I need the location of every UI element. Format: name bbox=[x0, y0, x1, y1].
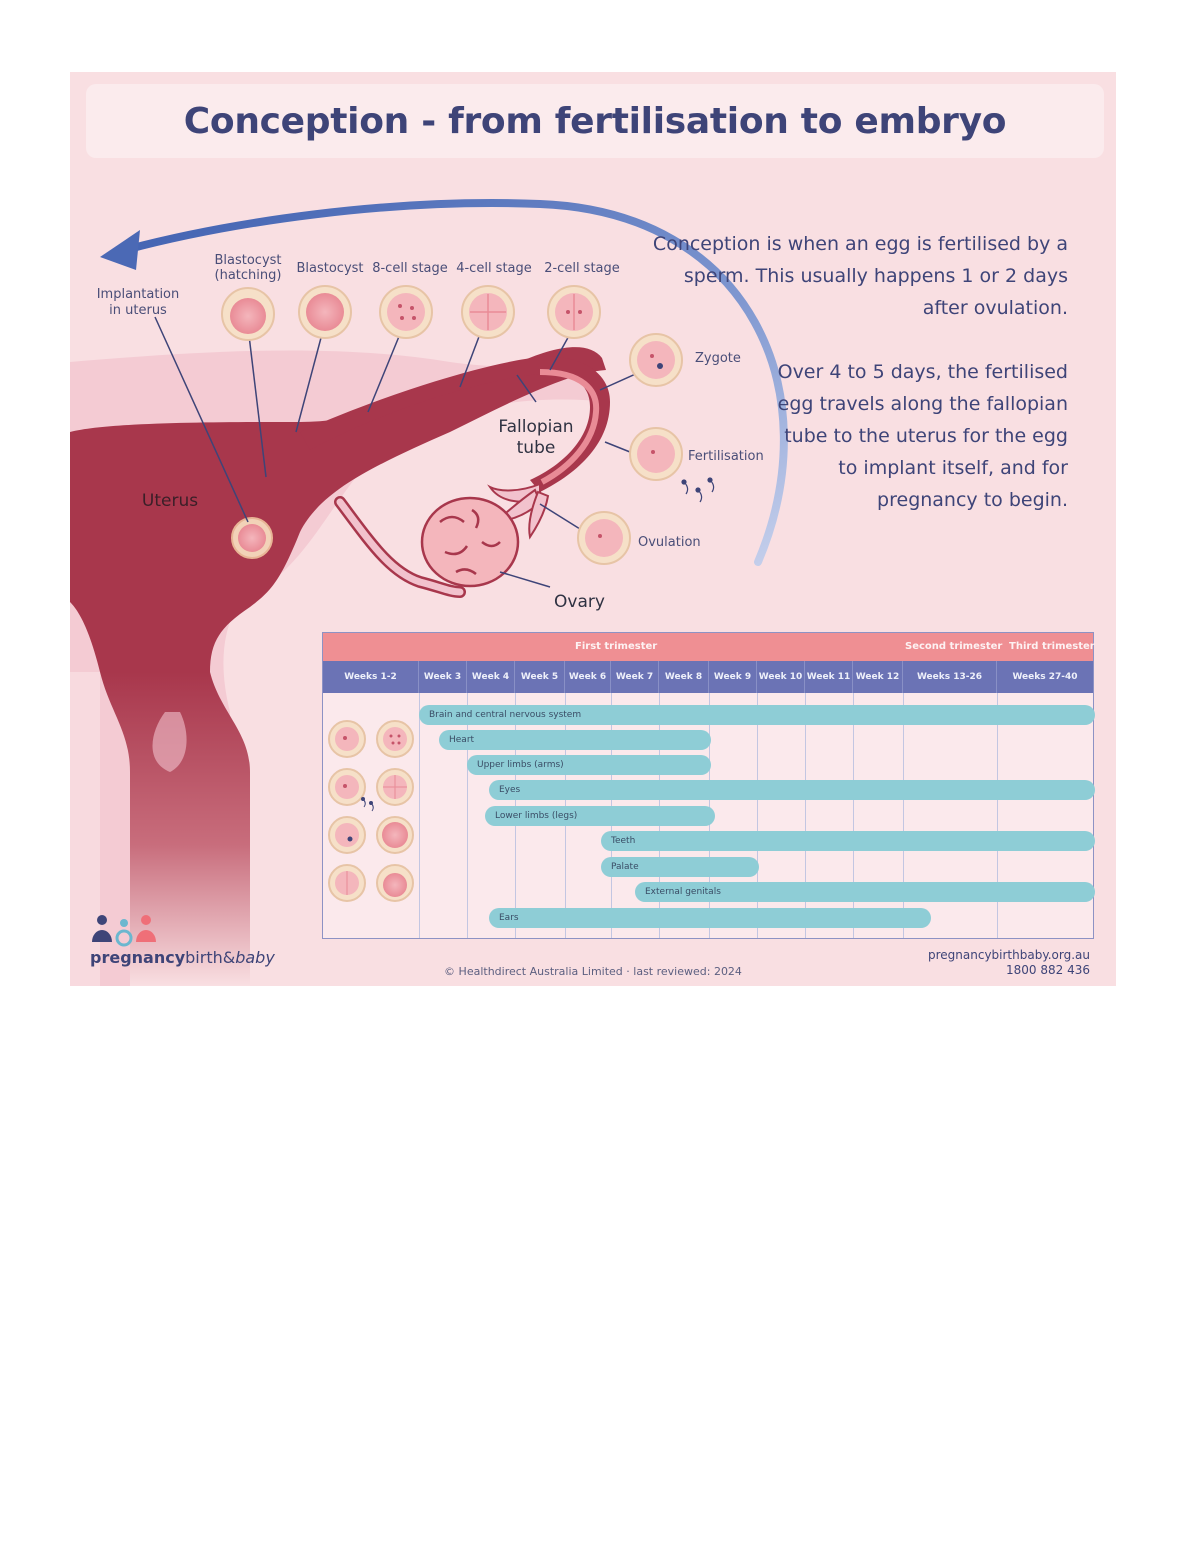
logo-text: pregnancybirth&baby bbox=[90, 948, 275, 967]
contact-info: pregnancybirthbaby.org.au 1800 882 436 bbox=[928, 948, 1090, 978]
label-implantation-2: in uterus bbox=[109, 303, 167, 318]
cell-icon bbox=[379, 285, 433, 339]
grid-line bbox=[419, 693, 420, 938]
label-blastocyst-hatching-2: (hatching) bbox=[215, 268, 282, 283]
label-ovary: Ovary bbox=[554, 592, 605, 612]
label-2-cell: 2-cell stage bbox=[544, 261, 620, 276]
timeline-bar-brain: Brain and central nervous system bbox=[419, 705, 1095, 725]
label-fertilisation: Fertilisation bbox=[688, 449, 764, 464]
week-header-cell: Week 8 bbox=[659, 661, 709, 693]
trimester-third: Third trimester bbox=[1009, 641, 1095, 652]
cervix bbox=[100, 672, 250, 986]
week-header-cell: Week 3 bbox=[419, 661, 467, 693]
week-header-cell: Weeks 27-40 bbox=[1012, 672, 1078, 682]
timeline-bar-ears: Ears bbox=[489, 908, 931, 928]
intro-paragraph-1: Conception is when an egg is fertilised … bbox=[652, 233, 1068, 319]
timeline-bar-heart: Heart bbox=[439, 730, 711, 750]
phone-number: 1800 882 436 bbox=[1006, 963, 1090, 977]
logo-icon bbox=[92, 915, 156, 947]
cell-icon bbox=[376, 816, 414, 854]
copyright: © Healthdirect Australia Limited · last … bbox=[444, 965, 742, 978]
week-header-cell: Week 5 bbox=[515, 661, 565, 693]
timeline-bar-eyes: Eyes bbox=[489, 780, 1095, 800]
website-link[interactable]: pregnancybirthbaby.org.au bbox=[928, 948, 1090, 962]
label-blastocyst-hatching: Blastocyst bbox=[214, 253, 281, 268]
travel-arrow-icon bbox=[121, 199, 788, 566]
cell-icon bbox=[328, 720, 366, 758]
cell-icon bbox=[547, 285, 601, 339]
week-header-cell: Weeks 1-2 bbox=[323, 661, 419, 693]
cell-icon bbox=[461, 285, 515, 339]
timeline-bar-upper-limbs: Upper limbs (arms) bbox=[467, 755, 711, 775]
trimester-first: First trimester bbox=[575, 641, 658, 652]
logo-text-italic: baby bbox=[235, 948, 275, 967]
grid-line bbox=[467, 693, 468, 938]
cell-icon bbox=[376, 864, 414, 902]
ovary bbox=[420, 496, 520, 588]
label-implantation: Implantation bbox=[97, 287, 180, 302]
cell-icon bbox=[629, 427, 683, 481]
label-4-cell: 4-cell stage bbox=[456, 261, 532, 276]
label-zygote: Zygote bbox=[695, 351, 741, 366]
implanted-cell-icon bbox=[231, 517, 273, 559]
timeline-bar-lower-limbs: Lower limbs (legs) bbox=[485, 806, 715, 826]
week-header: Weeks 1-2 Week 3 Week 4 Week 5 Week 6 We… bbox=[323, 661, 1093, 693]
week-header-cell: Week 12 bbox=[853, 661, 903, 693]
grid-line bbox=[805, 693, 806, 938]
uterus-body bbox=[70, 347, 606, 672]
grid-line bbox=[853, 693, 854, 938]
page-title: Conception - from fertilisation to embry… bbox=[183, 100, 1007, 142]
week-header-cell: Week 10 bbox=[757, 661, 805, 693]
week-header-cell: Week 6 bbox=[565, 661, 611, 693]
week-header-cell: Week 7 bbox=[611, 661, 659, 693]
timeline-bar-palate: Palate bbox=[601, 857, 759, 877]
development-timeline: First trimester Second trimester Third t… bbox=[322, 632, 1095, 939]
arrow-head-icon bbox=[100, 230, 140, 270]
week-header-cell: Week 9 bbox=[709, 661, 757, 693]
label-ovulation: Ovulation bbox=[638, 535, 701, 550]
week-header-cell: Week 4 bbox=[467, 661, 515, 693]
intro-paragraph-2: Over 4 to 5 days, the fertilised egg tra… bbox=[777, 361, 1068, 511]
sperm-icon bbox=[681, 477, 715, 503]
timeline-bar-genitals: External genitals bbox=[635, 882, 1095, 902]
label-fallopian-tube: Fallopian bbox=[498, 417, 573, 437]
sperm-icon bbox=[361, 797, 374, 812]
stage-thumbnails bbox=[328, 720, 414, 902]
infographic-poster: Conception - from fertilisation to embry… bbox=[70, 72, 1116, 986]
grid-line bbox=[757, 693, 758, 938]
cell-icon bbox=[298, 285, 352, 339]
label-fallopian-tube-2: tube bbox=[517, 438, 556, 458]
cell-icon bbox=[376, 768, 414, 806]
trimester-header: First trimester Second trimester Third t… bbox=[323, 633, 1095, 661]
grid-line bbox=[903, 693, 904, 938]
logo-text-bold: pregnancy bbox=[90, 948, 186, 967]
label-8-cell: 8-cell stage bbox=[372, 261, 448, 276]
cell-icon bbox=[221, 287, 275, 341]
timeline-bar-teeth: Teeth bbox=[601, 831, 1095, 851]
cell-icon bbox=[629, 333, 683, 387]
label-uterus: Uterus bbox=[142, 491, 198, 511]
trimester-second: Second trimester bbox=[905, 641, 1003, 652]
cell-icon bbox=[328, 816, 366, 854]
week-header-cell: Weeks 13-26 bbox=[903, 661, 997, 693]
grid-line bbox=[997, 693, 998, 938]
fallopian-tube bbox=[300, 356, 610, 492]
week-header-cell: Week 11 bbox=[805, 661, 853, 693]
title-banner: Conception - from fertilisation to embry… bbox=[86, 84, 1104, 158]
cell-icon bbox=[577, 511, 631, 565]
conception-diagram: Blastocyst (hatching) Blastocyst 8-cell … bbox=[70, 199, 788, 986]
logo-text-regular: birth& bbox=[185, 948, 236, 967]
cell-icon bbox=[376, 720, 414, 758]
label-blastocyst: Blastocyst bbox=[296, 261, 363, 276]
cell-icon bbox=[328, 864, 366, 902]
cell-icon bbox=[328, 768, 366, 806]
